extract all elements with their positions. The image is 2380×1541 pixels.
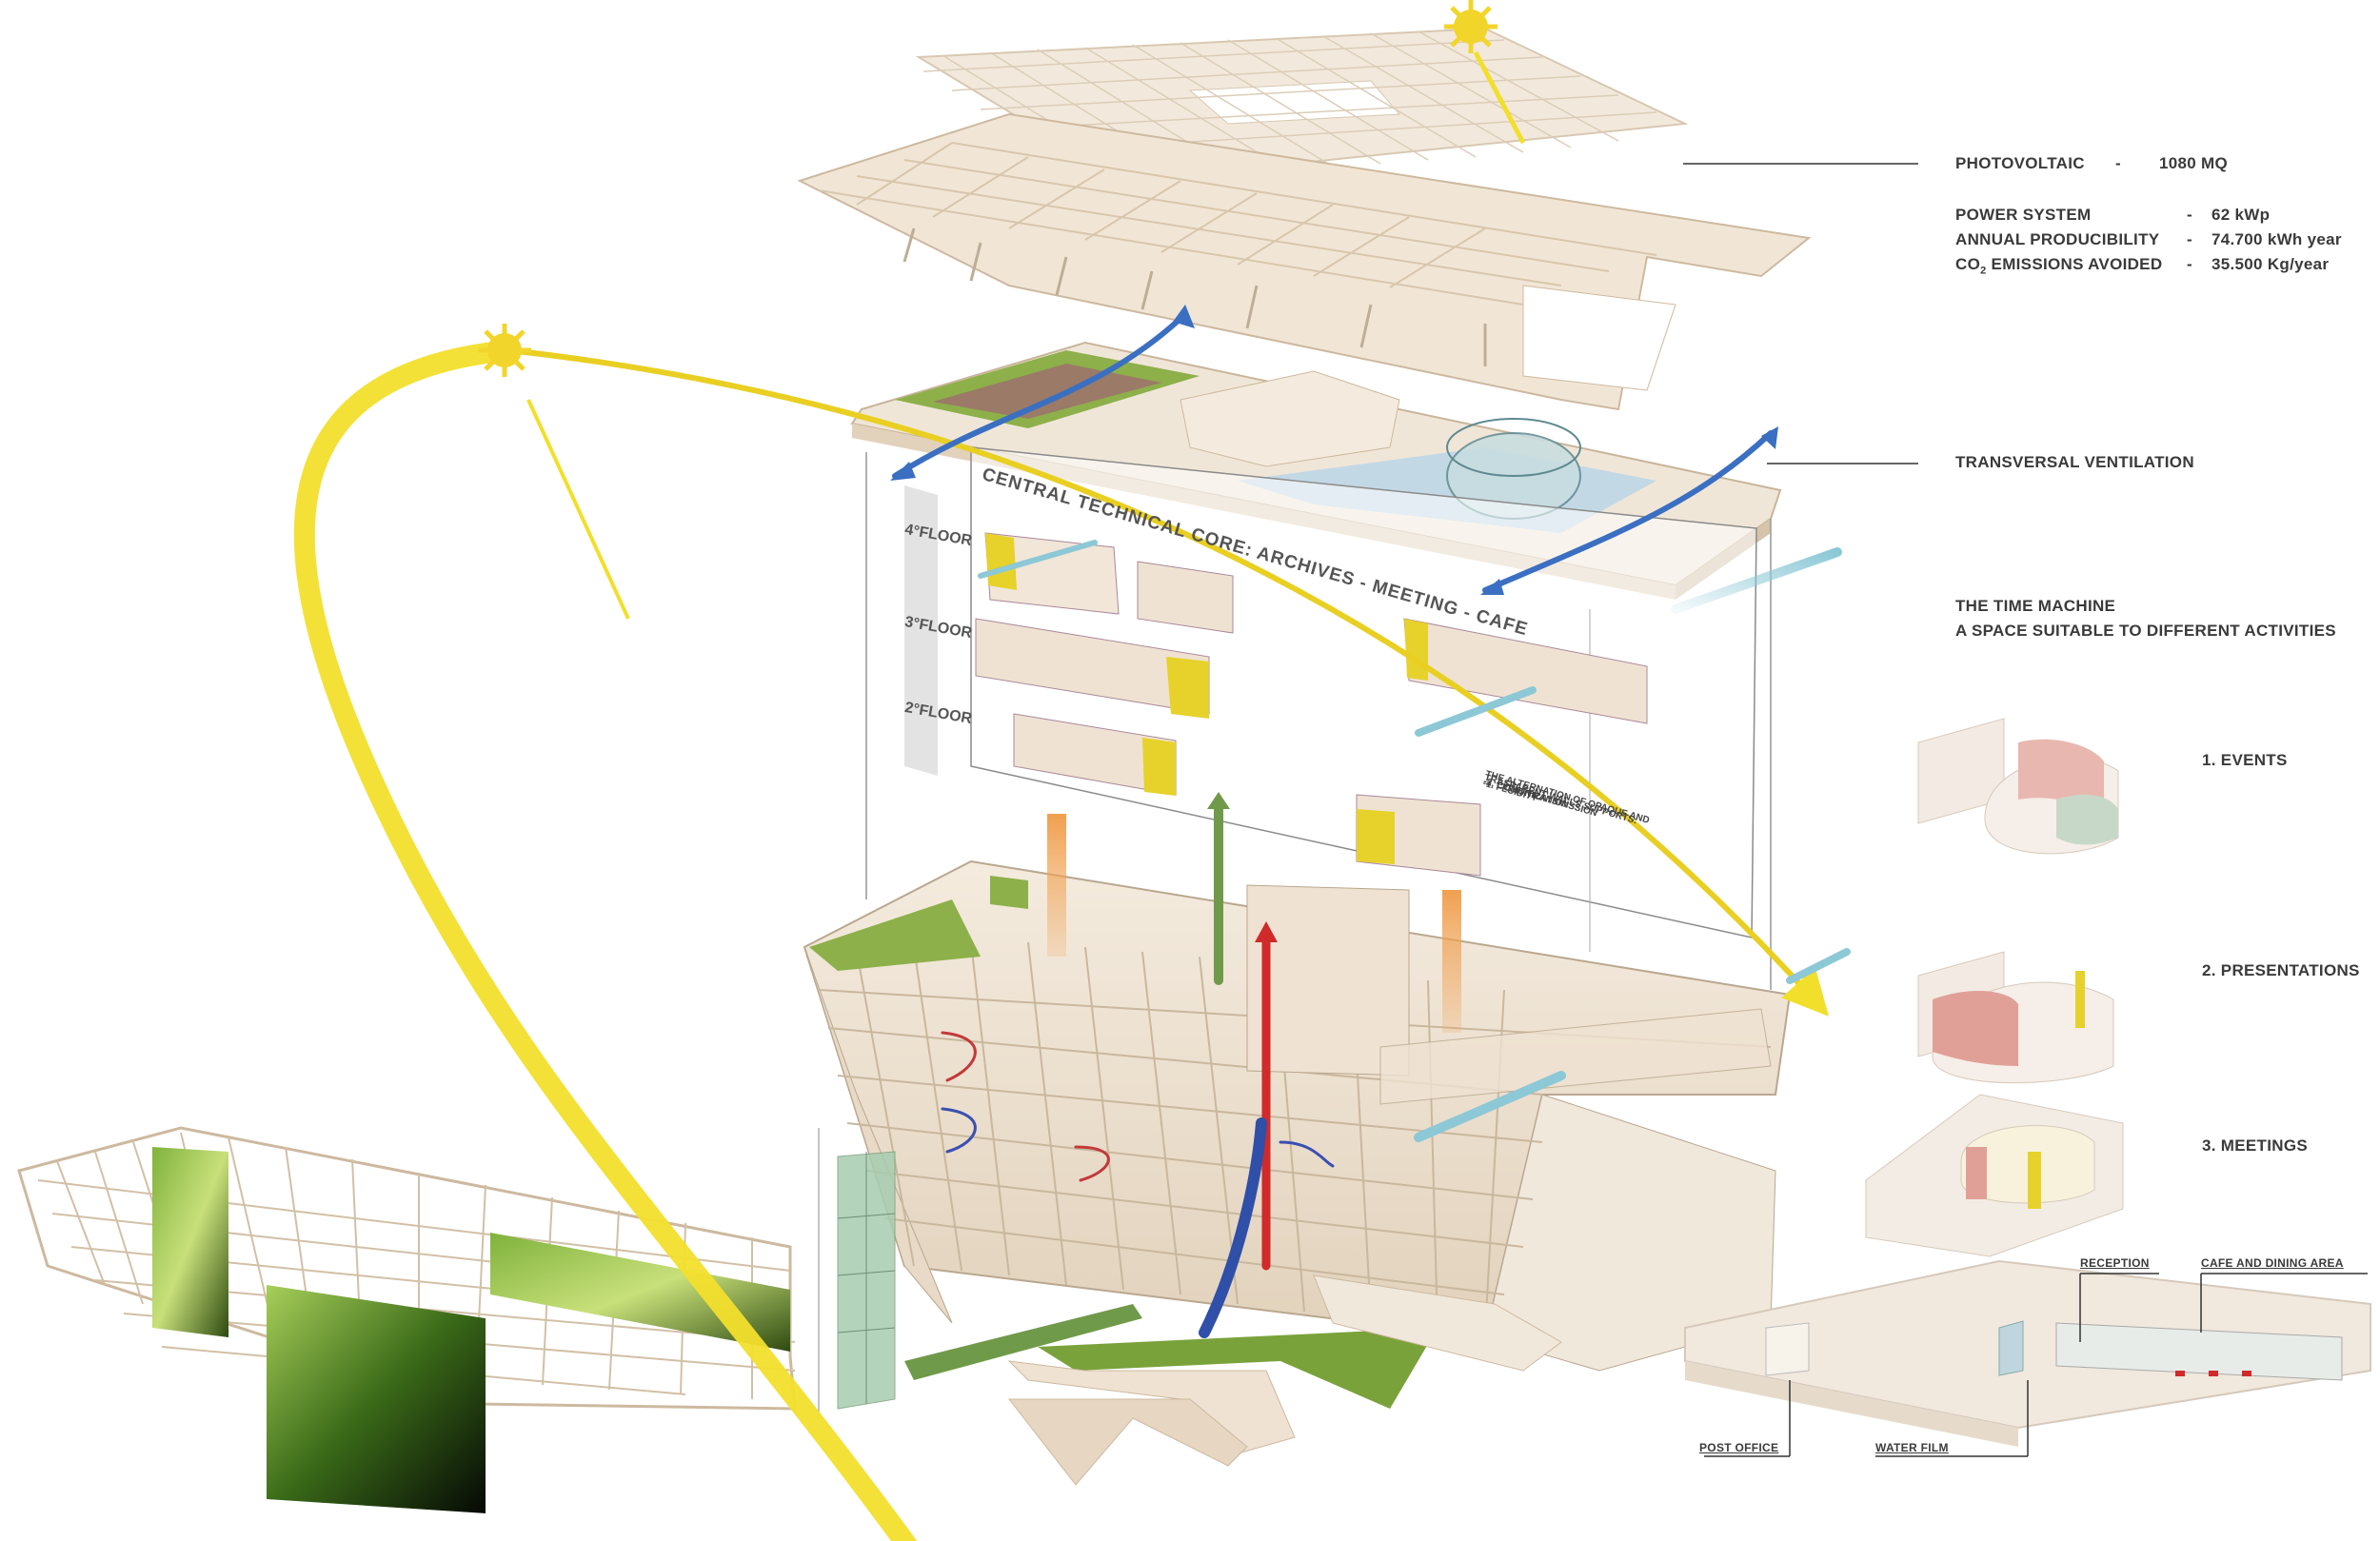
- spec-dash-producibility: -: [2187, 230, 2192, 248]
- spec-value-co2: 35.500 Kg/year: [2211, 255, 2330, 273]
- post-office-label: POST OFFICE: [1699, 1441, 1779, 1454]
- water-film-label: WATER FILM: [1875, 1441, 1949, 1454]
- spec-dash-power: -: [2187, 206, 2192, 224]
- spec-key-producibility: ANNUAL PRODUCIBILITY: [1955, 230, 2160, 248]
- pv-facade-grid: [17, 1126, 797, 1513]
- activity-presentations-label: 2. PRESENTATIONS: [2202, 961, 2360, 979]
- activity-events-label: 1. EVENTS: [2202, 751, 2288, 769]
- meetings-module: [1865, 1094, 2124, 1257]
- activity-meetings-label: 3. MEETINGS: [2202, 1136, 2308, 1155]
- sun-path: [293, 50, 1830, 1541]
- ground-floor-plate: [1684, 1259, 2371, 1447]
- cafe-dining-label: CAFE AND DINING AREA: [2201, 1256, 2344, 1270]
- floor-4-modules: [984, 532, 1234, 634]
- floor-3-modules: [975, 618, 1648, 724]
- roof-structure: [797, 112, 1812, 411]
- spec-dash-co2: -: [2187, 255, 2192, 273]
- main-building: [803, 859, 1792, 1372]
- spec-value-producibility: 74.700 kWh year: [2211, 230, 2342, 248]
- time-machine-title: THE TIME MACHINE: [1955, 597, 2116, 615]
- events-module: [1917, 718, 2119, 855]
- time-machine-subtitle: A SPACE SUITABLE TO DIFFERENT ACTIVITIES: [1955, 622, 2336, 640]
- spec-value-power: 62 kWp: [2211, 206, 2271, 224]
- photovoltaic-label: PHOTOVOLTAIC: [1955, 154, 2085, 172]
- ventilation-label: TRANSVERSAL VENTILATION: [1955, 453, 2194, 471]
- glass-facade-panel: [818, 1128, 896, 1418]
- spec-key-power: POWER SYSTEM: [1955, 206, 2092, 224]
- sun-icon-top: [1444, 0, 1497, 53]
- leader-lines: [1683, 163, 2368, 1457]
- ventilation-arrows: [890, 305, 1851, 1338]
- spec-key-co2: CO2 EMISSIONS AVOIDED: [1955, 255, 2163, 277]
- central-core-sheet: [865, 446, 1772, 990]
- photovoltaic-dash: -: [2115, 154, 2121, 172]
- photovoltaic-value: 1080 MQ: [2159, 154, 2229, 172]
- reception-label: RECEPTION: [2080, 1256, 2150, 1270]
- lower-deck: [904, 1274, 1562, 1486]
- floor-2-modules: [1013, 713, 1481, 877]
- sun-icon: [478, 324, 531, 377]
- presentations-module: [1917, 951, 2114, 1084]
